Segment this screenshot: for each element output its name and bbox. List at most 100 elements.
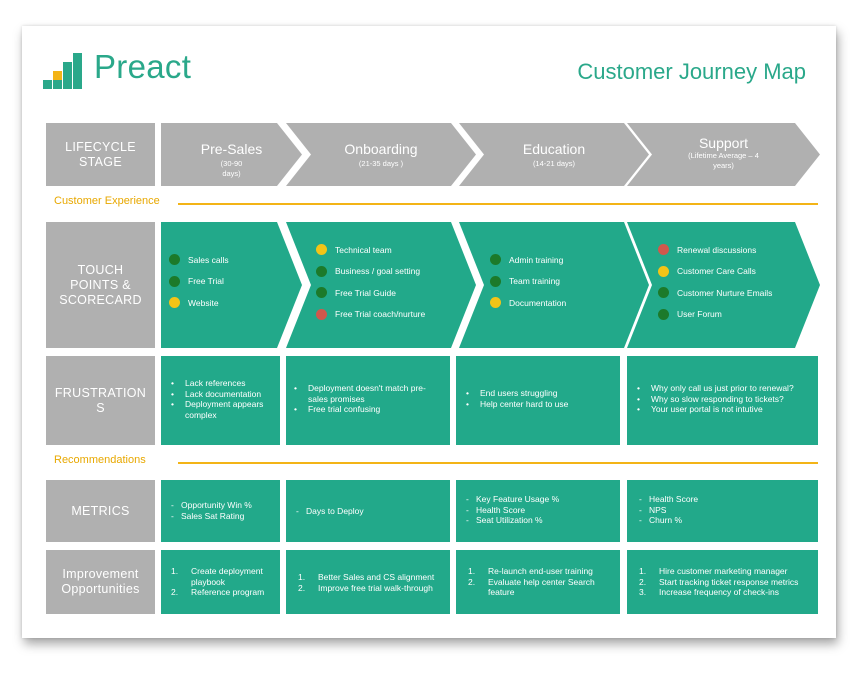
stage-name: Support: [698, 135, 749, 151]
status-dot: [658, 287, 669, 299]
list-item: •Deployment doesn't match pre-sales prom…: [294, 383, 426, 404]
frustrations-list: •Deployment doesn't match pre-sales prom…: [294, 383, 444, 415]
list-item: •End users struggling: [466, 388, 558, 398]
touch-points-chevron: [459, 222, 649, 348]
touch-points-list: Renewal discussions Customer Care Calls …: [658, 239, 772, 325]
stage-duration: (21-35 days ): [358, 159, 404, 168]
status-dot: [316, 244, 327, 256]
frustrations-pre-sales: •Lack references •Lack documentation •De…: [161, 356, 280, 445]
metrics-support: -Health Score -NPS -Churn %: [627, 480, 818, 542]
list-item: 1.Better Sales and CS alignment: [298, 572, 435, 582]
list-item: •Free trial confusing: [294, 404, 381, 414]
list-item: -Health Score: [639, 494, 699, 504]
list-item: 2.Improve free trial walk-through: [298, 582, 433, 593]
list-item: 1.Re-launch end-user training: [468, 566, 593, 576]
brand-name: Preact: [94, 48, 192, 85]
status-dot: [169, 297, 180, 309]
touch-points-onboarding: Technical team Business / goal setting F…: [286, 222, 476, 348]
touch-point-item: Customer Nurture Emails: [658, 282, 772, 304]
improvements-list: 1.Re-launch end-user training 2.Evaluate…: [468, 566, 616, 598]
list-item: •Why only call us just prior to renewal?: [637, 383, 794, 393]
metrics-list: -Health Score -NPS -Churn %: [639, 494, 812, 526]
preact-logo-icon: [43, 53, 82, 89]
list-item: 2.Start tracking ticket response metrics: [639, 576, 799, 587]
touch-point-item: Documentation: [490, 292, 566, 314]
improvements-list: 1.Hire customer marketing manager 2.Star…: [639, 566, 816, 598]
status-dot: [658, 244, 669, 256]
status-dot: [169, 275, 180, 287]
metrics-list: -Days to Deploy: [296, 506, 444, 517]
improvements-list: 1.Better Sales and CS alignment 2.Improv…: [298, 572, 446, 593]
touch-point-item: Free Trial: [169, 271, 229, 293]
row-label-touch-points: TOUCH POINTS & SCORECARD: [46, 222, 155, 348]
touch-point-item: Sales calls: [169, 249, 229, 271]
touch-point-item: Business / goal setting: [316, 261, 425, 283]
improvements-onboarding: 1.Better Sales and CS alignment 2.Improv…: [286, 550, 450, 614]
stage-education: Education (14-21 days): [459, 123, 649, 186]
list-item: 1.Hire customer marketing manager: [639, 566, 788, 576]
frustrations-list: •Why only call us just prior to renewal?…: [637, 383, 814, 415]
status-dot: [316, 308, 327, 320]
metrics-list: -Opportunity Win % -Sales Sat Rating: [171, 500, 274, 521]
list-item: -Churn %: [639, 515, 683, 525]
frustrations-list: •End users struggling •Help center hard …: [466, 388, 614, 409]
row-label-metrics: METRICS: [46, 480, 155, 542]
stage-chevron: [161, 123, 302, 186]
touch-point-item: Renewal discussions: [658, 239, 772, 261]
touch-points-chevron: [161, 222, 302, 348]
touch-points-pre-sales: Sales calls Free Trial Website: [161, 222, 302, 348]
list-item: 1.Create deployment playbook: [171, 566, 263, 587]
frustrations-onboarding: •Deployment doesn't match pre-sales prom…: [286, 356, 450, 445]
status-dot: [490, 297, 501, 309]
stage-duration: (30-90 days): [220, 159, 243, 178]
frustrations-education: •End users struggling •Help center hard …: [456, 356, 620, 445]
stage-chevron: [627, 123, 820, 186]
page-title: Customer Journey Map: [577, 59, 806, 84]
touch-point-item: Admin training: [490, 249, 566, 271]
touch-points-chevron: [286, 222, 476, 348]
touch-points-chevron: [627, 222, 820, 348]
stage-name: Education: [522, 141, 586, 157]
list-item: -Health Score: [466, 504, 526, 515]
status-dot: [658, 265, 669, 277]
list-item: •Help center hard to use: [466, 398, 569, 409]
stage-duration: (Lifetime Average – 4 years): [688, 151, 759, 170]
list-item: •Lack references: [171, 378, 246, 388]
list-item: -Days to Deploy: [296, 506, 364, 516]
touch-points-education: Admin training Team training Documentati…: [459, 222, 649, 348]
list-item: •Lack documentation: [171, 388, 262, 399]
list-item: -Sales Sat Rating: [171, 510, 245, 521]
stage-name: Onboarding: [344, 141, 418, 157]
improvements-education: 1.Re-launch end-user training 2.Evaluate…: [456, 550, 620, 614]
row-label-lifecycle: LIFECYCLE STAGE: [46, 123, 155, 186]
touch-points-list: Sales calls Free Trial Website: [169, 249, 229, 314]
row-label-improvement: Improvement Opportunities: [46, 550, 155, 614]
stage-chevron: [286, 123, 476, 186]
metrics-education: -Key Feature Usage % -Health Score -Seat…: [456, 480, 620, 542]
list-item: •Why so slow responding to tickets?: [637, 393, 784, 404]
touch-point-item: Team training: [490, 271, 566, 293]
list-item: 2.Evaluate help center Search feature: [468, 576, 595, 598]
list-item: •Your user portal is not intutive: [637, 404, 763, 414]
touch-point-item: Free Trial coach/nurture: [316, 304, 425, 326]
stage-chevron: [459, 123, 649, 186]
touch-point-item: Website: [169, 292, 229, 314]
status-dot: [316, 287, 327, 299]
section-divider: [178, 462, 818, 464]
stage-pre-sales: Pre-Sales (30-90 days): [161, 123, 302, 186]
list-item: -Seat Utilization %: [466, 515, 543, 525]
touch-points-support: Renewal discussions Customer Care Calls …: [627, 222, 820, 348]
section-recommendations: Recommendations: [54, 454, 146, 466]
list-item: -Key Feature Usage %: [466, 494, 560, 504]
row-label-frustrations: FRUSTRATION S: [46, 356, 155, 445]
improvements-support: 1.Hire customer marketing manager 2.Star…: [627, 550, 818, 614]
metrics-list: -Key Feature Usage % -Health Score -Seat…: [466, 494, 614, 526]
list-item: 2.Reference program: [171, 587, 265, 597]
stage-duration: (14-21 days): [532, 159, 576, 168]
touch-point-item: User Forum: [658, 304, 772, 326]
metrics-onboarding: -Days to Deploy: [286, 480, 450, 542]
frustrations-support: •Why only call us just prior to renewal?…: [627, 356, 818, 445]
status-dot: [169, 254, 180, 266]
improvements-list: 1.Create deployment playbook 2.Reference…: [171, 566, 276, 598]
status-dot: [658, 308, 669, 320]
